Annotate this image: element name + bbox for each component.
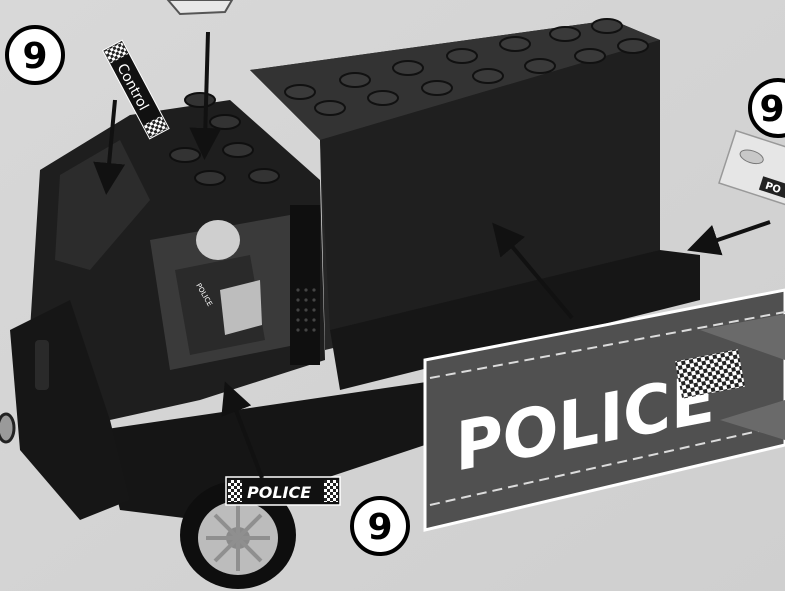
wheel-arch-sticker: POLICE <box>226 477 340 505</box>
step-number: 9 <box>22 36 47 77</box>
step-number: 9 <box>367 507 392 548</box>
rear-wheel-hint <box>0 414 14 442</box>
loose-part <box>168 0 232 14</box>
step-badge-bottom: 9 <box>352 498 408 554</box>
wheel-arch-label: POLICE <box>247 483 311 502</box>
step-number: 9 <box>759 89 784 130</box>
step-badge-top-left: 9 <box>7 27 63 83</box>
